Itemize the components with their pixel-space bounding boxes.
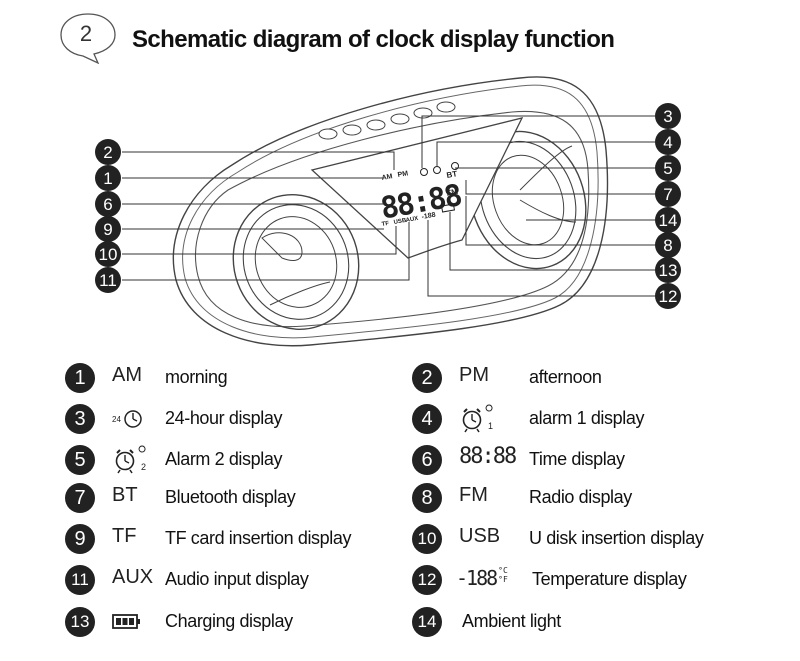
top-button-1 bbox=[318, 128, 338, 140]
lcd-aux: AUX bbox=[405, 216, 419, 224]
callout-4: 4 bbox=[663, 133, 672, 152]
usb-symbol: USB bbox=[459, 525, 501, 547]
legend-number: 6 bbox=[412, 445, 442, 475]
legend-description: Bluetooth display bbox=[165, 487, 296, 507]
legend-description: Temperature display bbox=[532, 569, 687, 589]
top-button-3 bbox=[366, 119, 386, 131]
svg-text:24: 24 bbox=[112, 415, 121, 424]
callouts-right: 3 4 5 7 14 8 13 12 bbox=[655, 103, 681, 309]
am-symbol: AM bbox=[112, 364, 142, 386]
top-buttons bbox=[318, 101, 456, 140]
callout-10: 10 bbox=[99, 245, 118, 264]
legend-number: 12 bbox=[412, 565, 442, 595]
legend-number: 14 bbox=[412, 607, 442, 637]
legend-number: 4 bbox=[412, 404, 442, 434]
callouts-left: 2 1 6 9 10 11 bbox=[95, 139, 121, 293]
lcd-battery-icon bbox=[440, 203, 456, 213]
legend-number: 13 bbox=[65, 607, 95, 637]
legend-number: 10 bbox=[412, 524, 442, 554]
battery-icon bbox=[112, 614, 140, 629]
callout-14: 14 bbox=[659, 211, 678, 230]
callout-7: 7 bbox=[663, 185, 672, 204]
legend-description: 24-hour display bbox=[165, 408, 283, 428]
lcd-tf: TF bbox=[381, 221, 390, 228]
callout-12: 12 bbox=[659, 287, 678, 306]
callout-2: 2 bbox=[103, 143, 112, 162]
top-button-6 bbox=[436, 101, 456, 113]
legend-description: Radio display bbox=[529, 487, 632, 507]
lcd-pm: PM bbox=[397, 170, 409, 179]
legend-description: Time display bbox=[529, 449, 625, 469]
legend-description: afternoon bbox=[529, 367, 602, 387]
legend-description: Alarm 2 display bbox=[165, 449, 283, 469]
legend-description: U disk insertion display bbox=[529, 528, 704, 548]
legend-description: Charging display bbox=[165, 611, 293, 631]
legend-number: 9 bbox=[65, 524, 95, 554]
legend-number: 8 bbox=[412, 483, 442, 513]
fm-symbol: FM bbox=[459, 484, 488, 506]
callout-3: 3 bbox=[663, 107, 672, 126]
leader-13 bbox=[449, 212, 655, 271]
callout-6: 6 bbox=[103, 195, 112, 214]
section-number: 2 bbox=[79, 21, 93, 46]
tf-symbol: TF bbox=[112, 525, 137, 547]
device-body-inner bbox=[182, 84, 599, 339]
leader-lines bbox=[122, 115, 655, 297]
top-button-2 bbox=[342, 124, 362, 136]
legend-description: morning bbox=[165, 367, 228, 387]
alarm-1-icon: 1 bbox=[462, 404, 493, 433]
leader-10 bbox=[122, 226, 397, 255]
legend-description: alarm 1 display bbox=[529, 408, 645, 428]
top-button-4 bbox=[390, 113, 410, 125]
clock-speaker-diagram: 88:88 AM PM BT FM TF USB AUX -188 2 1 6 … bbox=[95, 76, 681, 347]
callout-11: 11 bbox=[99, 271, 117, 290]
leader-11 bbox=[122, 222, 410, 281]
lcd-alarm1-icon bbox=[433, 166, 441, 174]
header: 2 Schematic diagram of clock display fun… bbox=[0, 0, 800, 70]
legend-description: Audio input display bbox=[165, 569, 309, 589]
callout-13: 13 bbox=[659, 261, 678, 280]
lcd-24h-icon bbox=[420, 168, 428, 176]
temperature-icon: -188°C°F bbox=[456, 566, 508, 590]
legend-number: 5 bbox=[65, 445, 95, 475]
lcd-usb: USB bbox=[393, 218, 407, 226]
lcd-bt: BT bbox=[446, 169, 458, 180]
speech-bubble-icon bbox=[60, 13, 116, 64]
legend-number: 2 bbox=[412, 363, 442, 393]
leader-2 bbox=[122, 151, 395, 170]
legend-description: TF card insertion display bbox=[165, 528, 352, 548]
legend-number: 1 bbox=[65, 363, 95, 393]
front-panel bbox=[195, 110, 590, 328]
callout-5: 5 bbox=[663, 159, 672, 178]
leader-8 bbox=[465, 196, 655, 246]
leader-12 bbox=[427, 220, 655, 297]
pm-symbol: PM bbox=[459, 364, 489, 386]
legend-number: 7 bbox=[65, 483, 95, 513]
legend-number: 3 bbox=[65, 404, 95, 434]
alarm-2-icon: 2 bbox=[115, 445, 146, 474]
leader-7 bbox=[465, 180, 655, 195]
callout-8: 8 bbox=[663, 236, 672, 255]
leader-4 bbox=[436, 141, 655, 166]
legend-number: 11 bbox=[65, 565, 95, 595]
callout-9: 9 bbox=[103, 220, 112, 239]
lcd-alarm2-icon bbox=[451, 162, 459, 170]
lcd-temp: -188 bbox=[421, 212, 436, 221]
legend-description: Ambient light bbox=[462, 611, 561, 631]
aux-symbol: AUX bbox=[112, 566, 154, 588]
lcd-fm: FM bbox=[446, 187, 459, 198]
bt-symbol: BT bbox=[112, 484, 138, 506]
svg-text:2: 2 bbox=[141, 462, 146, 472]
legend: 1 AM morning 2 PM afternoon 3 24 24-hour… bbox=[0, 355, 800, 655]
leader-3 bbox=[421, 115, 655, 168]
svg-text:1: 1 bbox=[488, 421, 493, 431]
callout-1: 1 bbox=[103, 169, 112, 188]
page-title: Schematic diagram of clock display funct… bbox=[132, 26, 615, 53]
time-digits-symbol: 88:88 bbox=[459, 444, 517, 469]
24h-clock-icon: 24 bbox=[112, 410, 142, 428]
lcd-am: AM bbox=[381, 173, 393, 182]
